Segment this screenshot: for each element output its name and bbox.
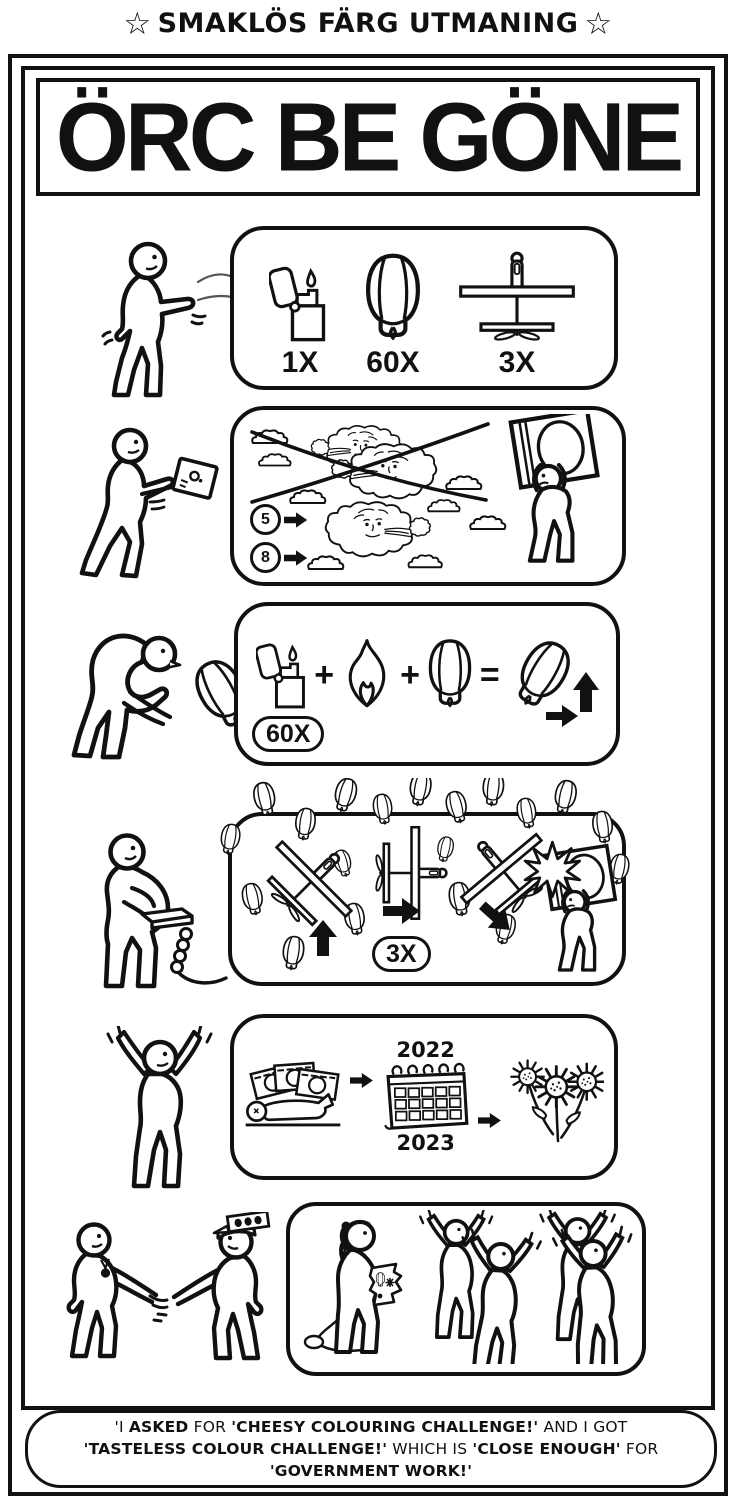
caption-line-3: 'GOVERNMENT WORK!' (269, 1462, 473, 1480)
caption-line-2: 'TASTELESS COLOUR CHALLENGE!' WHICH IS '… (83, 1440, 659, 1458)
step-reject-box: 5 8 (230, 406, 626, 586)
step-launch-box: + + = 60X (234, 602, 620, 766)
step-supplies-box: 1X 60X 3X (230, 226, 618, 390)
handshake-figures (66, 1212, 271, 1361)
callout-list: 5 8 (250, 504, 308, 573)
step-result-box: 2022 2023 (230, 1014, 618, 1180)
supply-lantern: 60X (360, 250, 426, 380)
sky-lantern-icon (428, 639, 472, 708)
supply-drone: 3X (455, 250, 579, 380)
sunflowers-icon (510, 1059, 604, 1143)
money-fallen-orc-icon (245, 1061, 341, 1127)
page-title: ÖRC BE GÖNE (55, 81, 685, 192)
circled-number: 5 (250, 504, 281, 535)
circled-number: 8 (250, 542, 281, 573)
wind-gods-crossed-art (250, 422, 490, 504)
ikea-man-presenter (101, 241, 207, 398)
callout-8: 8 (250, 542, 308, 573)
caption-box: 'I ASKED FOR 'CHEESY COLOURING CHALLENGE… (25, 1410, 717, 1488)
plus-sign: + (400, 656, 420, 694)
drone-icon (459, 251, 575, 343)
banner-text: SMAKLÖS FÄRG UTMANING (157, 8, 579, 39)
launch-arrows (506, 633, 599, 727)
year-bottom-label: 2023 (396, 1131, 455, 1155)
wind-god-art (307, 499, 507, 570)
inner-frame (21, 66, 715, 1410)
plus-sign: + (314, 656, 335, 694)
qty-pill: 60X (252, 716, 325, 752)
outer-frame (8, 54, 728, 1496)
qty-label: 3X (498, 346, 536, 379)
star-icon: ☆ (584, 6, 613, 42)
lighter-icon (269, 265, 326, 342)
step-celebrate-box (286, 1202, 646, 1376)
cheering-crowd (418, 1210, 634, 1364)
phone-call-figure (303, 1219, 403, 1354)
sky-lantern-icon (360, 252, 426, 346)
celebration-art (303, 1210, 634, 1364)
challenge-banner: ☆SMAKLÖS FÄRG UTMANING☆ (0, 6, 736, 42)
equals-sign: = (479, 656, 500, 694)
qty-label: 1X (281, 346, 319, 379)
ikea-man-remote-operator (103, 833, 228, 989)
calendar-icon (383, 1062, 469, 1131)
star-icon: ☆ (123, 6, 152, 42)
callout-5: 5 (250, 504, 308, 535)
ikea-man-launching-lantern (71, 633, 240, 760)
ikea-man-walking-card (79, 427, 219, 579)
mirror-carrier-figure (498, 414, 614, 574)
flame-icon (348, 639, 386, 708)
qty-label: 60X (366, 346, 420, 379)
ikea-man-cheering (106, 1026, 213, 1189)
lighter-icon (256, 642, 306, 709)
banknote-on-cap (225, 1212, 271, 1234)
title-box: ÖRC BE GÖNE (36, 78, 700, 196)
calendar-block: 2022 2023 (382, 1037, 470, 1155)
qty-pill: 3X (372, 936, 431, 972)
arrow-right-icon (477, 1112, 501, 1128)
target-map-paper (368, 1262, 403, 1307)
year-top-label: 2022 (396, 1037, 455, 1062)
arrow-right-icon (350, 1072, 373, 1088)
caption-line-1: 'I ASKED FOR 'CHEESY COLOURING CHALLENGE… (114, 1418, 628, 1436)
supply-lighter: 1X (269, 250, 331, 380)
